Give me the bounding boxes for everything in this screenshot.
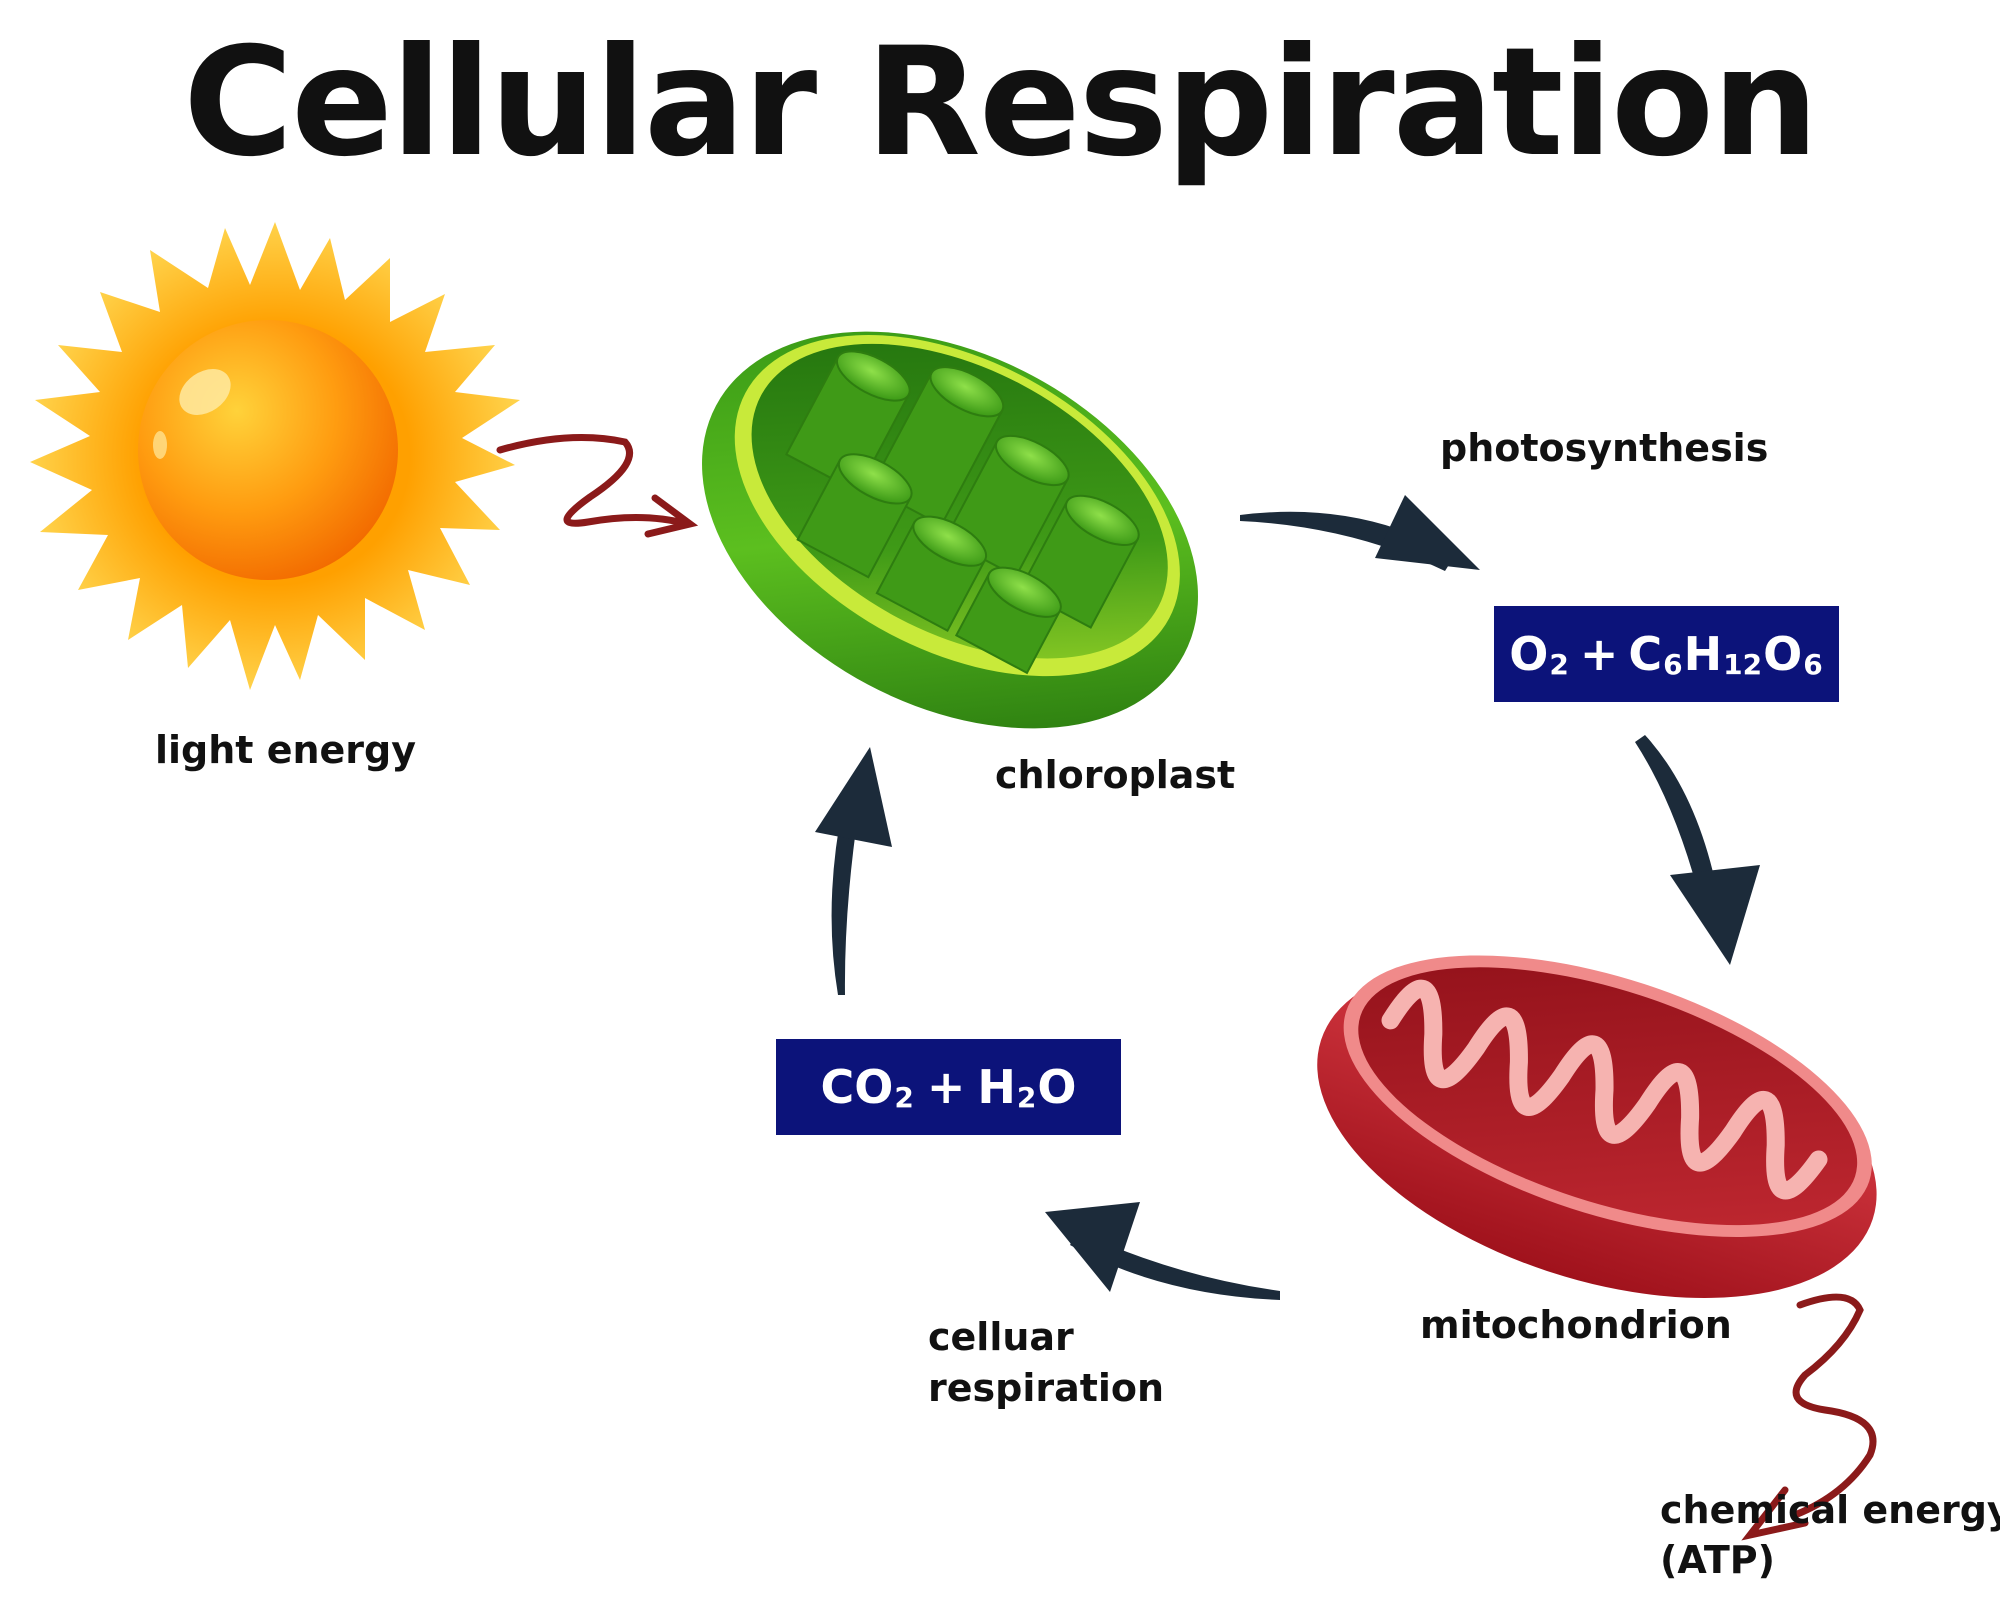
formula-o6: O bbox=[1763, 627, 1803, 681]
formula-plus: + bbox=[1579, 627, 1619, 681]
formula-o6-sub: 6 bbox=[1803, 647, 1823, 681]
page-title: Cellular Respiration bbox=[183, 16, 1819, 190]
formula-o-sub: 2 bbox=[1549, 647, 1569, 681]
formula-o: O bbox=[1509, 627, 1549, 681]
label-light-energy: light energy bbox=[155, 728, 417, 772]
arrow-formula-to-mitochondrion bbox=[1635, 735, 1760, 965]
formula-plus-2: + bbox=[926, 1060, 966, 1114]
label-chloroplast: chloroplast bbox=[995, 753, 1236, 797]
formula-h-sub: 12 bbox=[1723, 647, 1763, 681]
formula-c: C bbox=[1628, 627, 1663, 681]
arrow-co2-to-chloroplast bbox=[815, 747, 892, 995]
label-cellular-respiration-line1: celluar bbox=[928, 1315, 1074, 1359]
sun-icon bbox=[30, 222, 520, 690]
mitochondrion-icon bbox=[1317, 955, 1877, 1298]
arrow-mitochondrion-to-co2 bbox=[1045, 1202, 1280, 1300]
formula-h2-sub: 2 bbox=[1016, 1080, 1037, 1114]
chloroplast-icon bbox=[702, 331, 1198, 729]
label-cellular-respiration-line2: respiration bbox=[928, 1366, 1165, 1410]
formula-h: H bbox=[1683, 627, 1723, 681]
formula-h2: H bbox=[977, 1060, 1016, 1114]
label-photosynthesis: photosynthesis bbox=[1440, 426, 1769, 470]
label-chemical-energy-line2: (ATP) bbox=[1660, 1538, 1775, 1582]
formula-c-sub: 6 bbox=[1663, 647, 1683, 681]
arrow-chloroplast-to-formula bbox=[1240, 495, 1480, 571]
formula-co: CO bbox=[820, 1060, 894, 1114]
formula-o-water: O bbox=[1037, 1060, 1077, 1114]
arrow-sun-to-chloroplast bbox=[496, 434, 699, 538]
arrow-mitochondrion-to-atp bbox=[1741, 1293, 1877, 1541]
formula-co-sub: 2 bbox=[894, 1080, 914, 1114]
label-chemical-energy-line1: chemical energy bbox=[1660, 1488, 2000, 1532]
label-mitochondrion: mitochondrion bbox=[1420, 1303, 1732, 1347]
